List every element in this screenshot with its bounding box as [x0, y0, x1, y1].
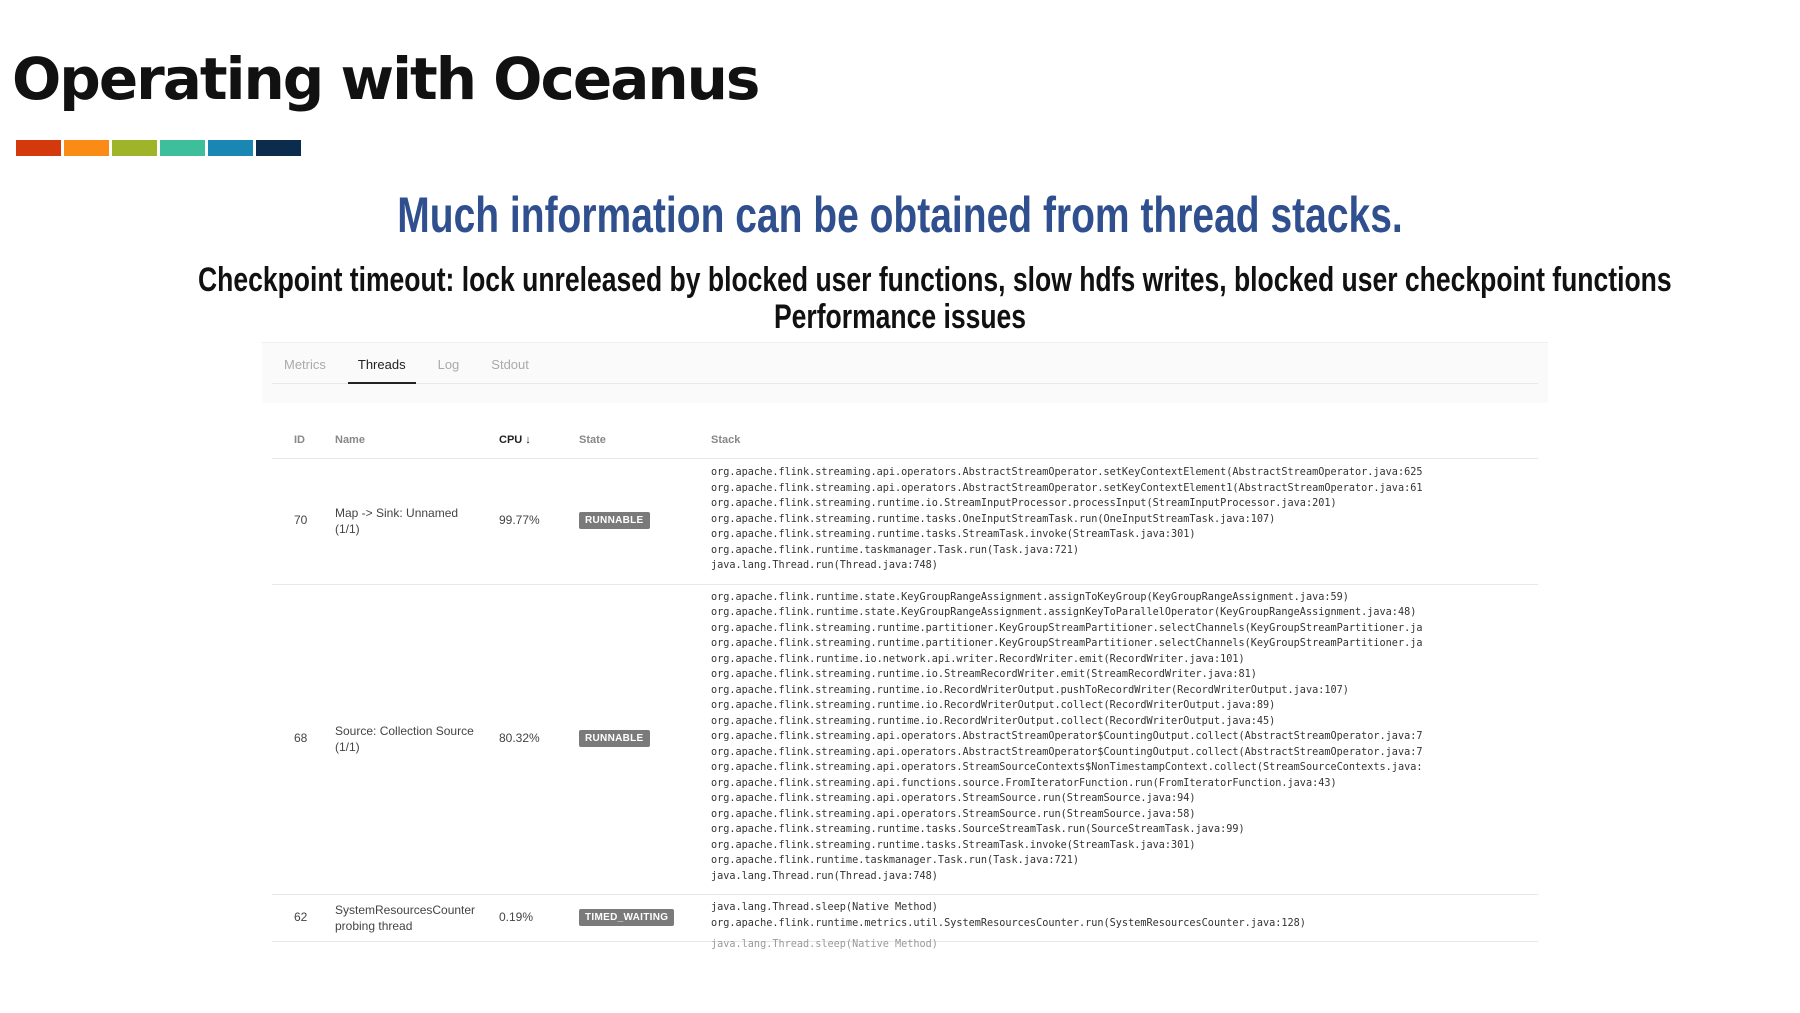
stack-frame: org.apache.flink.streaming.api.operators…: [711, 762, 1423, 773]
column-header-state[interactable]: State: [579, 434, 606, 446]
thread-name: Source: Collection Source (1/1): [335, 723, 474, 754]
headline: Much information can be obtained from th…: [397, 187, 1403, 243]
thread-id: 70: [294, 513, 308, 528]
thread-stack: org.apache.flink.streaming.api.operators…: [711, 465, 1538, 574]
stack-frame: java.lang.Thread.sleep(Native Method): [711, 939, 938, 950]
stack-frame: org.apache.flink.streaming.runtime.io.Re…: [711, 700, 1276, 711]
column-header-stack: Stack: [711, 434, 741, 446]
stack-frame: org.apache.flink.runtime.io.network.api.…: [711, 653, 1245, 665]
thread-name: SystemResourcesCounter probing thread: [335, 902, 476, 933]
tab-stdout[interactable]: Stdout: [491, 357, 529, 372]
tab-metrics[interactable]: Metrics: [284, 357, 326, 372]
subtitle-checkpoint-timeout: Checkpoint timeout: lock unreleased by b…: [198, 261, 1672, 299]
thread-stack: java.lang.Thread.sleep(Native Method) org…: [711, 900, 1538, 931]
column-header-cpu-label: CPU: [499, 434, 523, 446]
thread-state-badge: RUNNABLE: [579, 512, 650, 530]
stack-frame: org.apache.flink.streaming.runtime.tasks…: [711, 529, 1196, 540]
color-swatch: [16, 140, 61, 156]
stack-frame: java.lang.Thread.run(Thread.java:748): [711, 870, 938, 882]
accent-color-bar: [16, 140, 301, 156]
stack-frame: org.apache.flink.streaming.runtime.io.Re…: [711, 684, 1349, 696]
arrow-down-icon: ↓: [525, 434, 531, 446]
tab-log[interactable]: Log: [437, 357, 460, 372]
thread-cpu: 99.77%: [499, 513, 540, 528]
stack-frame: org.apache.flink.streaming.runtime.io.St…: [711, 669, 1257, 680]
tab-bar: Metrics Threads Log Stdout: [262, 342, 1548, 403]
stack-frame: org.apache.flink.runtime.metrics.util.Sy…: [711, 917, 1306, 929]
thread-name: Map -> Sink: Unnamed (1/1): [335, 506, 459, 537]
stack-frame: org.apache.flink.streaming.api.operators…: [711, 731, 1423, 742]
stack-frame: org.apache.flink.runtime.taskmanager.Tas…: [711, 544, 1080, 556]
column-header-name[interactable]: Name: [335, 434, 365, 446]
column-header-cpu[interactable]: CPU↓: [499, 434, 531, 446]
stack-frame: org.apache.flink.streaming.runtime.tasks…: [711, 513, 1276, 525]
stack-frame: org.apache.flink.streaming.runtime.io.St…: [711, 498, 1337, 509]
thread-cpu: 0.19%: [499, 909, 534, 924]
color-swatch: [160, 140, 205, 156]
table-row[interactable]: 70 Map -> Sink: Unnamed (1/1) 99.77% RUNNAB…: [272, 459, 1538, 585]
stack-frame: org.apache.flink.streaming.api.functions…: [711, 777, 1337, 789]
thread-state-badge: RUNNABLE: [579, 729, 650, 747]
stack-frame: org.apache.flink.streaming.api.operators…: [711, 793, 1196, 804]
color-swatch: [64, 140, 109, 156]
tab-threads[interactable]: Threads: [346, 343, 418, 384]
color-swatch: [208, 140, 253, 156]
stack-frame: org.apache.flink.runtime.state.KeyGroupR…: [711, 607, 1417, 618]
stack-frame: org.apache.flink.streaming.runtime.io.Re…: [711, 715, 1276, 727]
stack-frame: org.apache.flink.streaming.api.operators…: [711, 467, 1423, 478]
threads-panel-screenshot: Metrics Threads Log Stdout ID Name CPU↓ …: [262, 342, 1548, 950]
column-header-id[interactable]: ID: [294, 434, 305, 446]
stack-frame: org.apache.flink.streaming.api.operators…: [711, 808, 1196, 820]
color-swatch: [112, 140, 157, 156]
table-row[interactable]: 62 SystemResourcesCounter probing thread 0…: [272, 894, 1538, 942]
stack-frame: org.apache.flink.streaming.runtime.tasks…: [711, 839, 1196, 851]
stack-frame: java.lang.Thread.run(Thread.java:748): [711, 560, 938, 571]
stack-frame: org.apache.flink.streaming.runtime.parti…: [711, 638, 1423, 649]
stack-frame: org.apache.flink.streaming.runtime.tasks…: [711, 824, 1245, 835]
stack-frame: org.apache.flink.runtime.taskmanager.Tas…: [711, 855, 1080, 866]
thread-id: 62: [294, 909, 308, 924]
table-header: ID Name CPU↓ State Stack: [272, 424, 1538, 459]
color-swatch: [256, 140, 301, 156]
stack-frame: java.lang.Thread.sleep(Native Method): [711, 902, 938, 913]
tab-list: Metrics Threads Log Stdout: [272, 343, 1538, 384]
thread-state-badge: TIMED_WAITING: [579, 908, 675, 926]
table-row[interactable]: 68 Source: Collection Source (1/1) 80.32% R…: [272, 584, 1538, 895]
thread-id: 68: [294, 730, 308, 745]
thread-cpu: 80.32%: [499, 730, 540, 745]
stack-frame: org.apache.flink.streaming.api.operators…: [711, 482, 1423, 494]
thread-stack: org.apache.flink.runtime.state.KeyGroupR…: [711, 590, 1538, 885]
slide-title: Operating with Oceanus: [12, 45, 760, 113]
partial-next-row: java.lang.Thread.sleep(Native Method): [272, 939, 1538, 953]
stack-frame: org.apache.flink.streaming.runtime.parti…: [711, 622, 1423, 634]
stack-frame: org.apache.flink.runtime.state.KeyGroupR…: [711, 591, 1349, 603]
stack-frame: org.apache.flink.streaming.api.operators…: [711, 746, 1423, 758]
subtitle-performance-issues: Performance issues: [773, 298, 1027, 336]
